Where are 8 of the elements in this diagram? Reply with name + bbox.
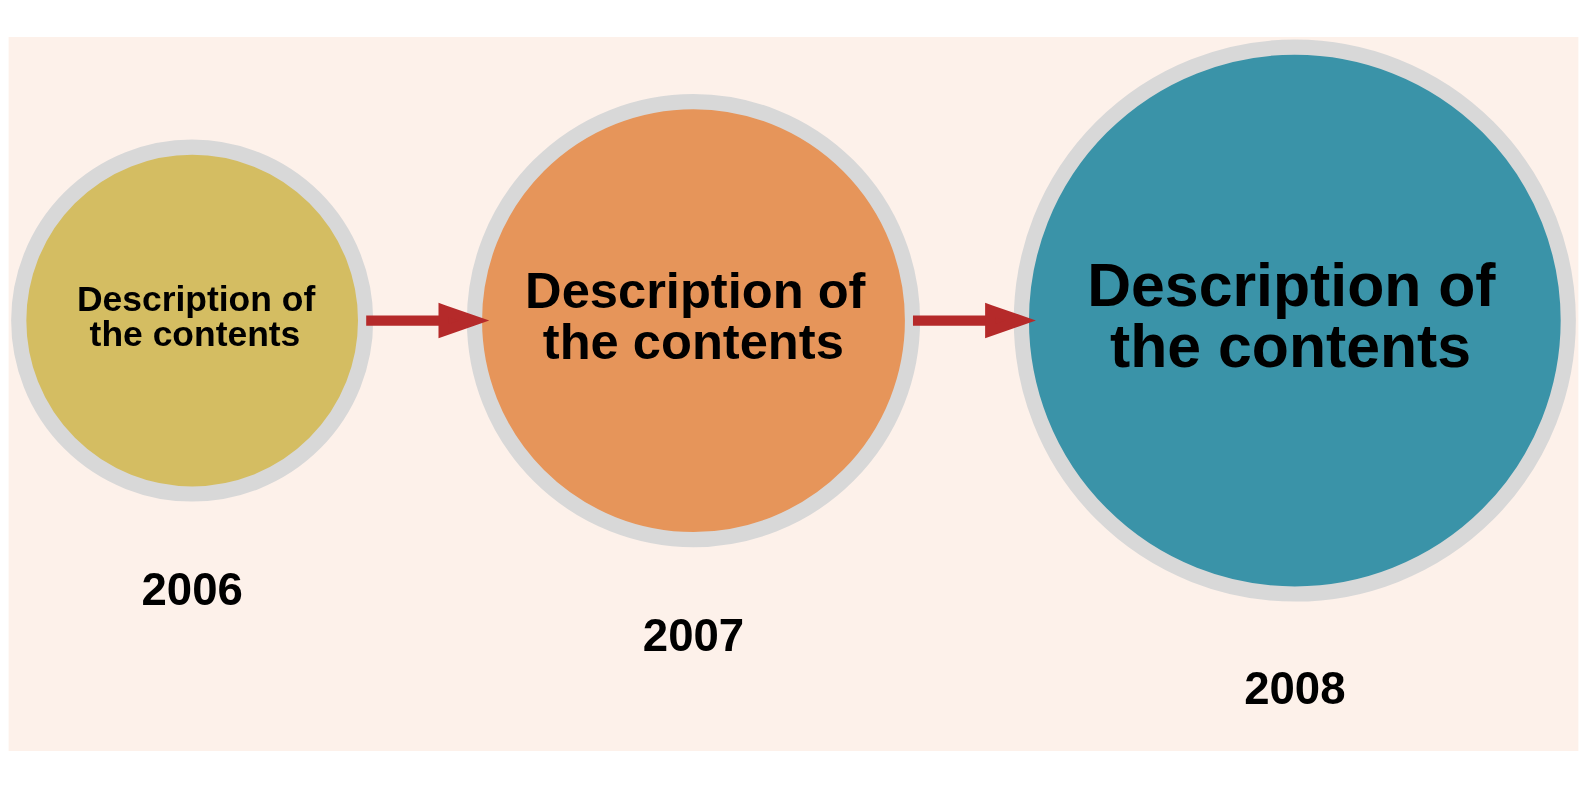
node-label: 2007 xyxy=(642,609,745,661)
arrow xyxy=(366,302,490,338)
node-circle: Description of the contents xyxy=(1013,39,1576,602)
node-label: 2006 xyxy=(141,563,243,615)
node-circle: Description of the contents xyxy=(11,139,374,502)
arrow xyxy=(913,302,1036,338)
node-label: 2008 xyxy=(1244,662,1346,714)
node-circle: Description of the contents xyxy=(466,93,921,547)
